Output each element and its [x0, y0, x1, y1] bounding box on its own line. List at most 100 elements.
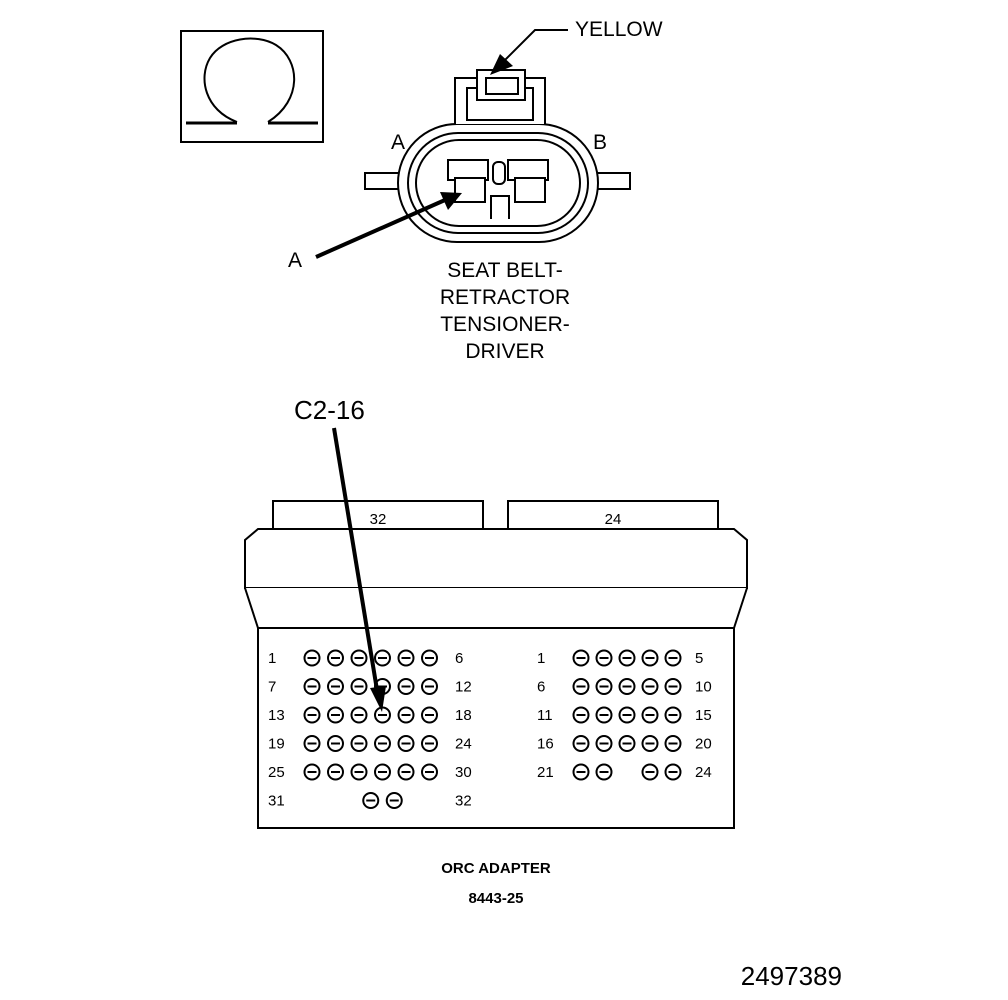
pin-socket — [327, 706, 344, 724]
pin-socket — [397, 706, 415, 724]
pin-socket — [421, 735, 438, 752]
pin-socket — [397, 678, 415, 695]
pin-socket — [303, 735, 321, 752]
pin-socket — [362, 792, 380, 809]
pin-socket — [374, 706, 391, 724]
pin-socket — [618, 678, 636, 695]
pin-row-start: 1 — [537, 650, 545, 667]
probe-a-label: A — [288, 249, 302, 272]
pin-row: 25 30 — [268, 763, 472, 781]
pin-socket — [595, 706, 613, 724]
connector-title-line-4: DRIVER — [465, 340, 544, 363]
pin-socket — [350, 735, 368, 752]
connector-title-line-3: TENSIONER- — [440, 313, 570, 336]
pin-row-end: 30 — [455, 764, 472, 781]
probe-arrow-c2-16 — [332, 427, 386, 712]
pin-row-end: 12 — [455, 679, 472, 696]
pin-socket — [350, 763, 368, 781]
pin-socket — [374, 763, 391, 781]
pin-socket — [303, 706, 321, 724]
pin-row: 11 15 — [537, 706, 712, 724]
pin-socket — [618, 706, 636, 724]
pin-socket — [618, 735, 636, 752]
probe-c2-16-label: C2-16 — [294, 395, 365, 425]
pin-socket — [303, 763, 321, 781]
pin-row-end: 24 — [455, 736, 472, 753]
pin-row-end: 20 — [695, 736, 712, 753]
pin-row: 6 10 — [537, 678, 712, 696]
pin-row-start: 11 — [537, 707, 553, 724]
right-header-label: 24 — [605, 511, 622, 528]
pin-row-start: 7 — [268, 679, 276, 696]
pin-socket — [374, 735, 391, 752]
pin-socket — [618, 649, 636, 667]
pin-socket — [327, 678, 344, 695]
pin-socket — [641, 735, 659, 752]
ohm-meter-icon — [186, 37, 318, 125]
adapter-part-number: 8443-25 — [468, 890, 523, 907]
pin-socket — [595, 649, 613, 667]
adapter-caption: ORC ADAPTER — [441, 860, 551, 877]
ohm-symbol-box — [180, 30, 324, 143]
pin-socket — [421, 649, 438, 667]
pin-socket — [572, 735, 590, 752]
pin-socket — [327, 735, 344, 752]
pin-row-end: 15 — [695, 707, 712, 724]
pin-socket — [327, 649, 344, 667]
pin-socket — [664, 649, 682, 667]
yellow-wire-leader — [490, 29, 568, 75]
pin-row-start: 1 — [268, 650, 276, 667]
pin-row: 13 18 — [268, 706, 472, 724]
pin-socket — [327, 763, 344, 781]
pin-row-end: 18 — [455, 707, 472, 724]
pin-socket — [374, 649, 391, 667]
cavity-a-label: A — [391, 131, 405, 154]
pin-socket — [421, 763, 438, 781]
pin-row-end: 5 — [695, 650, 703, 667]
pin-socket — [641, 649, 659, 667]
pin-socket — [350, 678, 368, 695]
pin-row: 31 32 — [268, 792, 472, 810]
pin-row-start: 6 — [537, 679, 545, 696]
pin-socket — [664, 706, 682, 724]
probe-arrow-a — [315, 192, 462, 259]
pin-socket — [595, 763, 613, 781]
pin-row-start: 21 — [537, 764, 554, 781]
pin-socket — [397, 735, 415, 752]
cavity-b-label: B — [593, 131, 607, 154]
pin-socket — [664, 678, 682, 695]
pin-socket — [350, 649, 368, 667]
pin-row-end: 6 — [455, 650, 463, 667]
pin-socket — [572, 706, 590, 724]
pin-socket — [664, 763, 682, 781]
pin-socket — [303, 678, 321, 695]
pin-socket — [421, 678, 438, 695]
pin-socket — [641, 678, 659, 695]
pin-row-start: 31 — [268, 793, 285, 810]
pin-row-end: 32 — [455, 793, 472, 810]
pin-socket — [595, 678, 613, 695]
pin-row-start: 25 — [268, 764, 285, 781]
pin-socket — [664, 735, 682, 752]
wire-color-label: YELLOW — [575, 18, 663, 41]
pin-socket — [641, 763, 659, 781]
pin-row-start: 13 — [268, 707, 285, 724]
pin-row: 7 12 — [268, 678, 472, 696]
pin-socket — [572, 678, 590, 695]
connector-title-line-1: SEAT BELT- — [447, 259, 563, 282]
pin-socket — [397, 649, 415, 667]
pin-socket — [641, 706, 659, 724]
seat-belt-connector — [364, 69, 631, 243]
pin-socket — [385, 792, 403, 809]
left-header-label: 32 — [370, 511, 387, 528]
pin-row-end: 10 — [695, 679, 712, 696]
figure-id: 2497389 — [741, 961, 842, 991]
connector-title: SEAT BELT- RETRACTOR TENSIONER- DRIVER — [440, 259, 570, 363]
